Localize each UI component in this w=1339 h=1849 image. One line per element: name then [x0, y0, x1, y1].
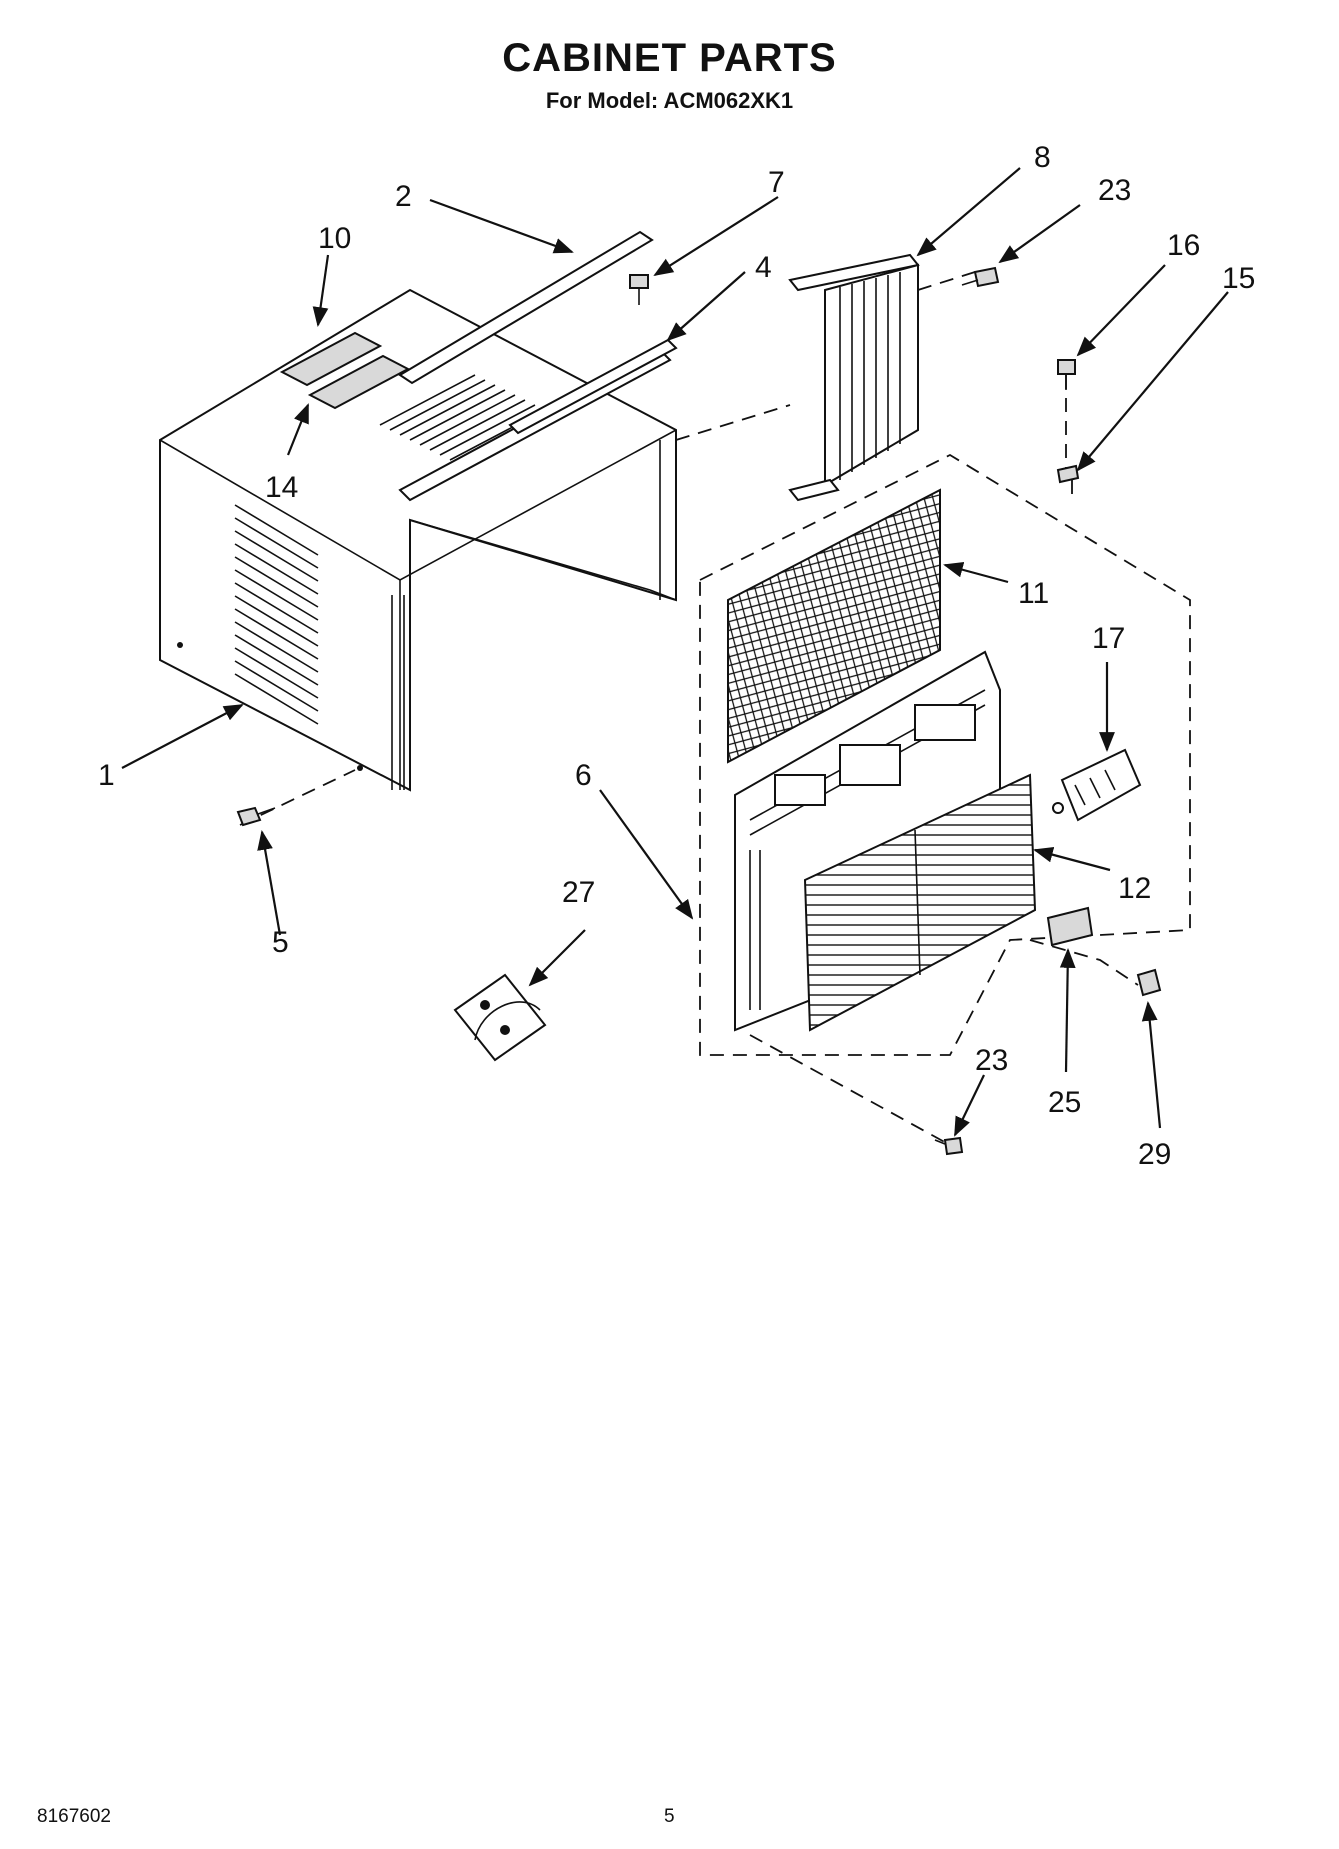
bracket-kit-27: [453, 973, 547, 1062]
page-title: CABINET PARTS: [502, 36, 837, 80]
callout-11: 11: [1018, 577, 1049, 610]
screw-23-top: [961, 266, 1000, 288]
control-knob-panel: [1052, 748, 1142, 822]
callout-6: 6: [575, 759, 592, 792]
callout-8: 8: [1034, 141, 1051, 174]
callout-5: 5: [272, 926, 289, 959]
callout-23-bottom: 23: [975, 1044, 1008, 1077]
callout-1: 1: [98, 759, 115, 792]
callout-4: 4: [755, 251, 772, 284]
fastener-29: [1136, 968, 1162, 997]
callout-10: 10: [318, 222, 351, 255]
callout-27: 27: [562, 876, 595, 909]
callout-17: 17: [1092, 622, 1125, 655]
callout-14: 14: [265, 471, 298, 504]
screw-7: [629, 274, 649, 305]
top-vents: [379, 374, 546, 461]
air-filter: [727, 488, 941, 764]
callout-12: 12: [1118, 872, 1151, 905]
callout-23-top: 23: [1098, 174, 1131, 207]
front-assembly-boundary: [699, 453, 1191, 1056]
callout-29: 29: [1138, 1138, 1171, 1171]
callout-25: 25: [1048, 1086, 1081, 1119]
side-louvers: [234, 504, 319, 725]
cabinet-wrapper: [159, 230, 678, 792]
screw-16: [1057, 359, 1076, 390]
callout-7: 7: [768, 166, 785, 199]
screw-23-bottom: [934, 1136, 964, 1156]
leader-arrows: [121, 167, 1229, 1137]
screw-5: [236, 806, 276, 827]
front-panel: [734, 650, 1037, 1032]
clip-25: [1046, 906, 1094, 947]
page-number: 5: [664, 1806, 675, 1827]
callout-15: 15: [1222, 262, 1255, 295]
doc-number: 8167602: [37, 1806, 111, 1827]
bracket-15: [1056, 464, 1080, 484]
callout-2: 2: [395, 180, 412, 213]
callout-labels: 1 2 4 5 6 7 8 10 11 12 14 15 16 17 23 23…: [98, 141, 1255, 1171]
callout-16: 16: [1167, 229, 1200, 262]
side-curtain: [788, 253, 920, 502]
model-subtitle: For Model: ACM062XK1: [545, 88, 794, 113]
